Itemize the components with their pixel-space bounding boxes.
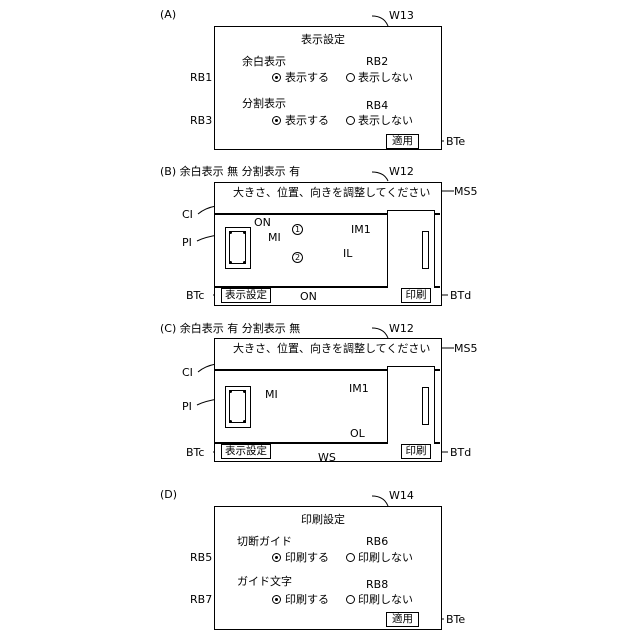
ref-rb8: RB8 [366,578,388,591]
guide-text-noprint-label: 印刷しない [358,593,413,606]
margin-hide-label: 表示しない [358,71,413,84]
split-hide-radio[interactable] [346,116,355,125]
ref-rb6: RB6 [366,535,388,548]
cut-guide-noprint-label: 印刷しない [358,551,413,564]
apply-button[interactable]: 適用 [386,612,419,627]
ref-on-bottom: ON [300,290,317,303]
print-output-pane [387,210,435,288]
ref-rb3: RB3 [190,114,212,127]
print-preview-window-c: 大きさ、位置、向きを調整してください 表示設定 印刷 [214,338,442,462]
ref-ms5-c: MS5 [454,342,477,355]
window-title: 表示設定 [301,33,345,46]
ref-il: IL [343,247,352,260]
corner-dot [229,390,232,393]
print-output-pane [387,366,435,444]
margin-hide-radio[interactable] [346,73,355,82]
guide-text-print-label: 印刷する [285,593,329,606]
cut-guide-label: 切断ガイド [237,535,292,548]
ref-ol: OL [350,427,365,440]
ref-btc-c: BTc [186,446,204,459]
print-image-thumbnail[interactable] [225,386,251,428]
thumbnail-inner-frame [229,390,246,423]
ref-bte-d: BTe [446,613,465,626]
ref-mi-c: MI [265,388,278,401]
guide-text-print-radio[interactable] [272,595,281,604]
ref-btd-b: BTd [450,289,471,302]
instruction-message: 大きさ、位置、向きを調整してください [233,186,430,199]
ref-bte: BTe [446,135,465,148]
margin-display-label: 余白表示 [242,55,286,68]
thumbnail-inner-frame [229,231,246,264]
instruction-message: 大きさ、位置、向きを調整してください [233,342,430,355]
split-display-label: 分割表示 [242,97,286,110]
split-show-radio[interactable] [272,116,281,125]
ref-ms5-b: MS5 [454,185,477,198]
ref-pi-c: PI [182,400,192,413]
ref-btd-c: BTd [450,446,471,459]
window-id-w13: W13 [389,9,414,22]
display-settings-window: 表示設定 余白表示 表示する 表示しない 分割表示 表示する 表示しない 適用 [214,26,442,150]
corner-dot [229,420,232,423]
split-show-label: 表示する [285,114,329,127]
figure-tag-a: (A) [160,8,176,21]
ref-pi-b: PI [182,236,192,249]
print-preview-window-b: 大きさ、位置、向きを調整してください 表示設定 印刷 [214,182,442,306]
print-settings-window: 印刷設定 切断ガイド 印刷する 印刷しない ガイド文字 印刷する 印刷しない 適… [214,506,442,630]
figure-tag-d: (D) [160,488,177,501]
ref-im1-b: IM1 [351,223,371,236]
window-id-w14: W14 [389,489,414,502]
window-id-w12-b: W12 [389,165,414,178]
ref-im1-c: IM1 [349,382,369,395]
ref-on-top: ON [254,216,271,229]
corner-dot [243,390,246,393]
window-id-w12-c: W12 [389,322,414,335]
ref-rb4: RB4 [366,99,388,112]
ref-mi-b: MI [268,231,281,244]
cut-guide-print-label: 印刷する [285,551,329,564]
print-slot [422,231,429,269]
split-area-2-marker: 2 [292,252,303,263]
display-settings-button[interactable]: 表示設定 [221,444,271,459]
ref-rb5: RB5 [190,551,212,564]
print-button[interactable]: 印刷 [401,288,431,303]
ref-btc-b: BTc [186,289,204,302]
cut-guide-noprint-radio[interactable] [346,553,355,562]
ref-ci-b: CI [182,208,193,221]
display-settings-button[interactable]: 表示設定 [221,288,271,303]
apply-button[interactable]: 適用 [386,134,419,149]
ref-rb2: RB2 [366,55,388,68]
corner-dot [229,231,232,234]
print-slot [422,387,429,425]
corner-dot [243,261,246,264]
print-button[interactable]: 印刷 [401,444,431,459]
ref-ci-c: CI [182,366,193,379]
guide-text-label: ガイド文字 [237,575,292,588]
window-title: 印刷設定 [301,513,345,526]
split-area-1-marker: 1 [292,224,303,235]
ref-rb7: RB7 [190,593,212,606]
figure-tag-b: (B) 余白表示 無 分割表示 有 [160,165,300,178]
corner-dot [243,420,246,423]
split-hide-label: 表示しない [358,114,413,127]
margin-show-label: 表示する [285,71,329,84]
ref-rb1: RB1 [190,71,212,84]
corner-dot [229,261,232,264]
corner-dot [243,231,246,234]
margin-show-radio[interactable] [272,73,281,82]
guide-text-noprint-radio[interactable] [346,595,355,604]
ref-ws: WS [318,451,336,464]
figure-tag-c: (C) 余白表示 有 分割表示 無 [160,322,300,335]
cut-guide-print-radio[interactable] [272,553,281,562]
print-image-thumbnail[interactable] [225,227,251,269]
